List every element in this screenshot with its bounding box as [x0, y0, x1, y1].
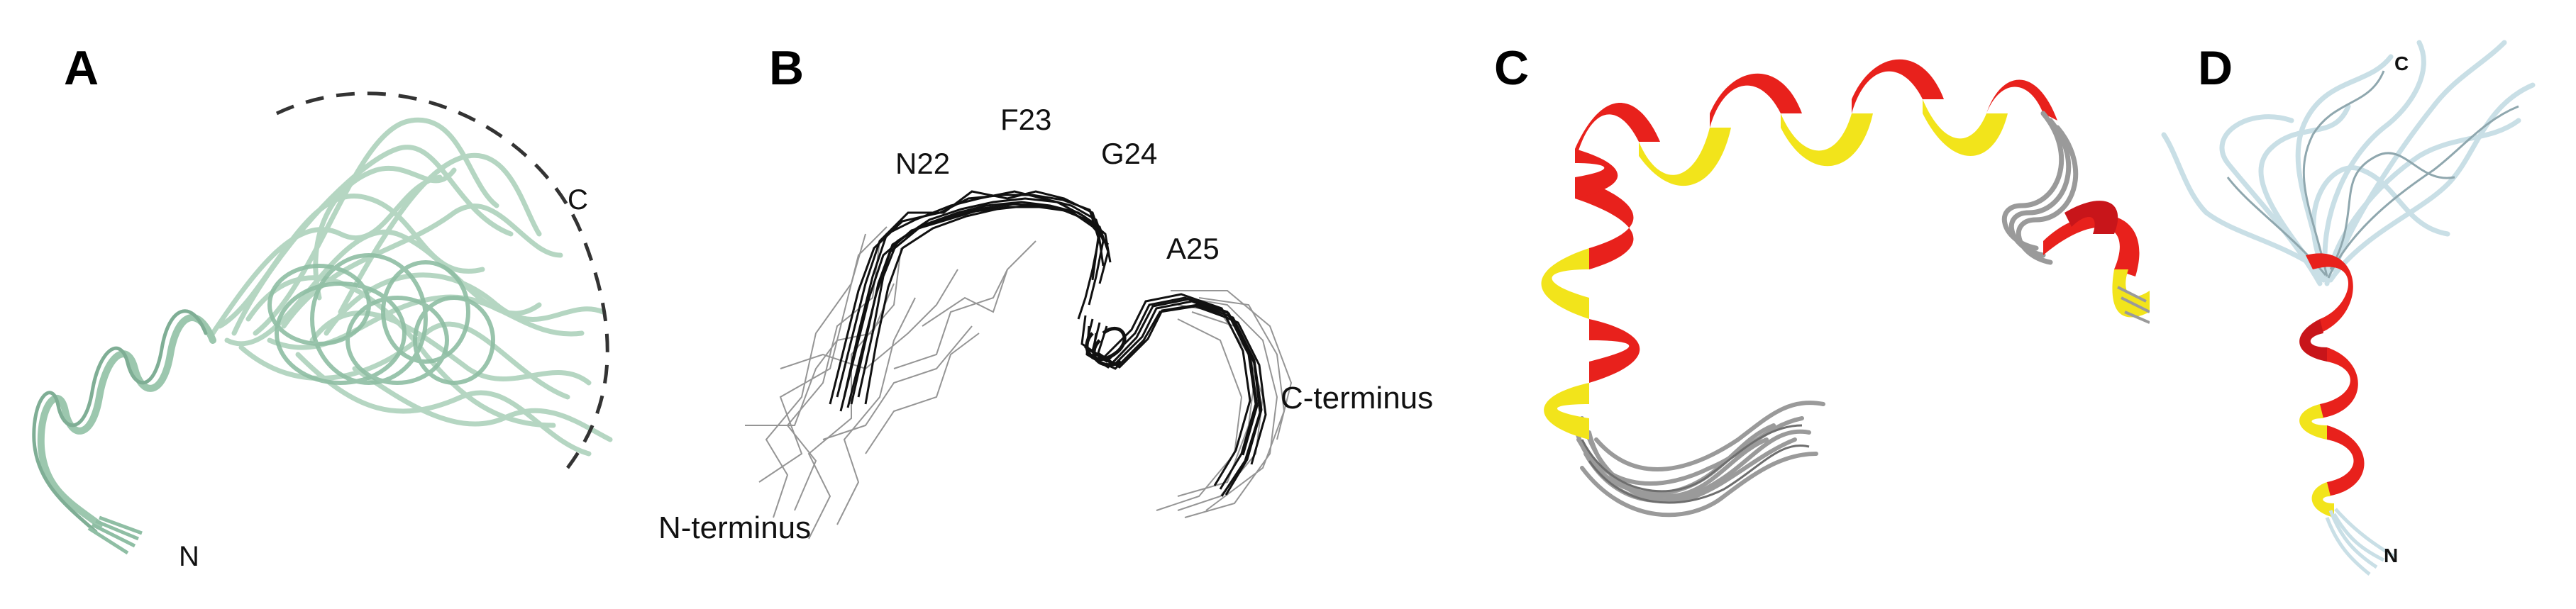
- c-terminus-label: C-terminus: [1281, 381, 1434, 415]
- residue-label-a25: A25: [1166, 232, 1220, 265]
- panel-c: C: [1494, 0, 2150, 609]
- panel-d: D C N: [2150, 0, 2576, 609]
- panel-b: B N22 F23 G24 A25 C-terminus N-terminus: [639, 0, 1497, 609]
- residue-label-g24: G24: [1101, 137, 1158, 170]
- n-terminus-label: N: [2384, 544, 2399, 566]
- c-terminus-label: C: [568, 184, 588, 216]
- n-terminus-label: N: [179, 541, 199, 572]
- panel-a: A C N: [0, 0, 639, 609]
- residue-label-n22: N22: [895, 147, 951, 180]
- panel-b-structure: [745, 190, 1293, 540]
- panel-b-letter: B: [769, 41, 805, 95]
- panel-a-letter: A: [64, 41, 99, 95]
- n-terminus-label: N-terminus: [658, 510, 812, 545]
- panel-d-letter: D: [2198, 41, 2233, 95]
- panel-c-letter: C: [1494, 41, 1530, 95]
- panel-c-structure: [1541, 59, 2150, 518]
- panel-a-structure: [32, 91, 613, 555]
- c-terminus-label: C: [2394, 52, 2409, 74]
- panel-d-structure: [2161, 40, 2536, 576]
- residue-label-f23: F23: [1000, 103, 1052, 136]
